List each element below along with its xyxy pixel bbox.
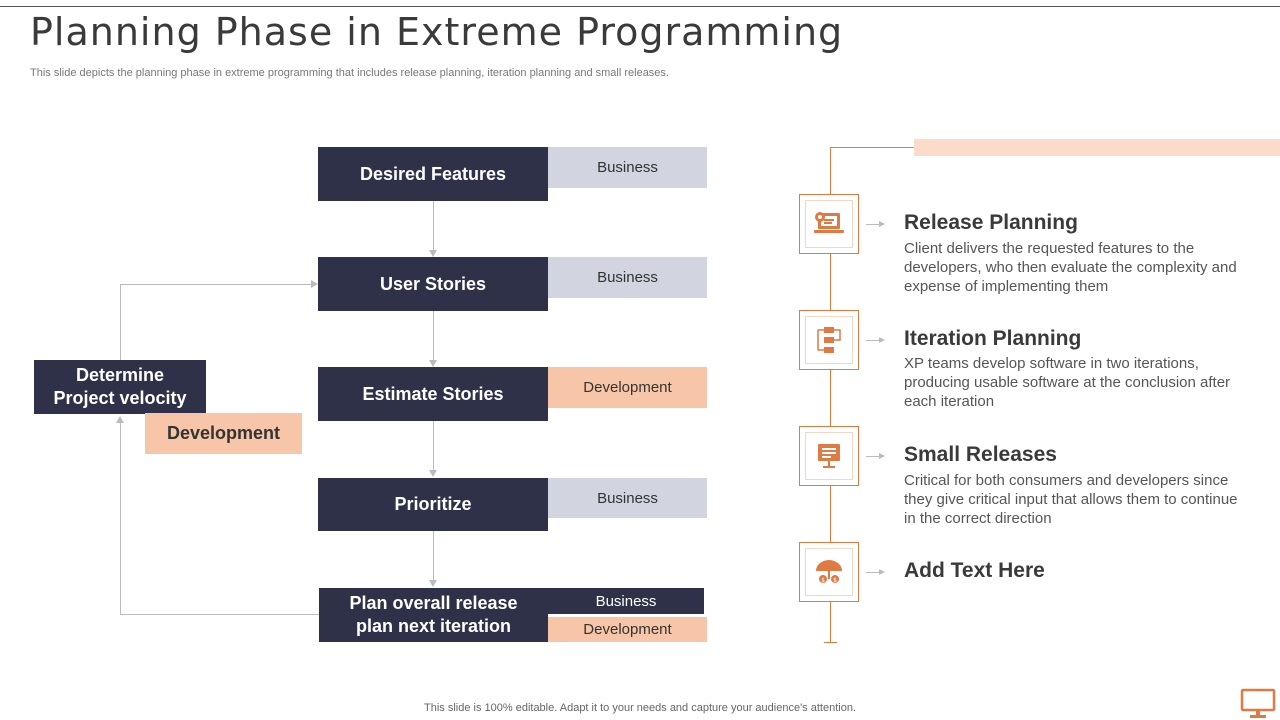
- arrow-right-icon: [866, 221, 885, 227]
- tag-development: Development: [548, 617, 707, 642]
- page-footer: This slide is 100% editable. Adapt it to…: [424, 702, 856, 714]
- section-title: Add Text Here: [904, 559, 1045, 582]
- connector: [433, 531, 434, 581]
- page-subtitle: This slide depicts the planning phase in…: [30, 67, 669, 79]
- section-title: Small Releases: [904, 443, 1057, 466]
- section-title: Iteration Planning: [904, 327, 1082, 350]
- svg-text:$: $: [821, 577, 825, 584]
- loop-connector: [120, 422, 121, 615]
- arrow-right-icon: [866, 453, 885, 459]
- umbrella-money-icon: $ $: [816, 560, 842, 584]
- tag-development: Development: [145, 413, 302, 454]
- add-text-icon-box: $ $: [799, 542, 859, 602]
- loop-connector: [120, 284, 121, 360]
- arrow-down-icon: [429, 250, 437, 257]
- timeline-connector: [830, 147, 914, 148]
- tag-business: Business: [548, 588, 704, 614]
- accent-bar: [914, 139, 1280, 156]
- page-title: Planning Phase in Extreme Programming: [30, 10, 844, 54]
- step-determine-velocity: Determine Project velocity: [34, 360, 206, 414]
- arrow-right-icon: [311, 280, 318, 288]
- step-plan-release: Plan overall release plan next iteration: [319, 588, 548, 642]
- timeline-end: [824, 642, 837, 643]
- iteration-planning-icon-box: [799, 310, 859, 370]
- arrow-right-icon: [866, 337, 885, 343]
- connector: [433, 421, 434, 471]
- arrow-right-icon: [866, 569, 885, 575]
- tag-business: Business: [548, 257, 707, 298]
- monitor-icon: [1240, 688, 1276, 718]
- tag-business: Business: [548, 147, 707, 188]
- step-estimate-stories: Estimate Stories: [318, 367, 548, 421]
- timeline-line: [830, 147, 831, 643]
- section-desc: Critical for both consumers and develope…: [904, 472, 1238, 527]
- arrow-down-icon: [429, 580, 437, 587]
- section-desc: Client delivers the requested features t…: [904, 240, 1237, 295]
- flowchart-icon: [817, 327, 841, 353]
- arrow-down-icon: [429, 360, 437, 367]
- arrow-up-icon: [116, 416, 124, 423]
- connector: [433, 201, 434, 251]
- tag-business: Business: [548, 478, 707, 518]
- svg-text:$: $: [833, 577, 837, 584]
- step-desired-features: Desired Features: [318, 147, 548, 201]
- step-user-stories: User Stories: [318, 257, 548, 311]
- release-planning-icon-box: [799, 194, 859, 254]
- tag-development: Development: [548, 367, 707, 408]
- loop-connector: [120, 284, 311, 285]
- laptop-gear-icon: [814, 212, 844, 233]
- small-releases-icon-box: [799, 426, 859, 486]
- top-divider: [0, 6, 1280, 7]
- step-prioritize: Prioritize: [318, 478, 548, 531]
- section-title: Release Planning: [904, 211, 1078, 234]
- connector: [433, 311, 434, 361]
- section-desc: XP teams develop software in two iterati…: [904, 355, 1231, 410]
- arrow-down-icon: [429, 470, 437, 477]
- loop-connector: [120, 614, 319, 615]
- presentation-board-icon: [818, 444, 840, 468]
